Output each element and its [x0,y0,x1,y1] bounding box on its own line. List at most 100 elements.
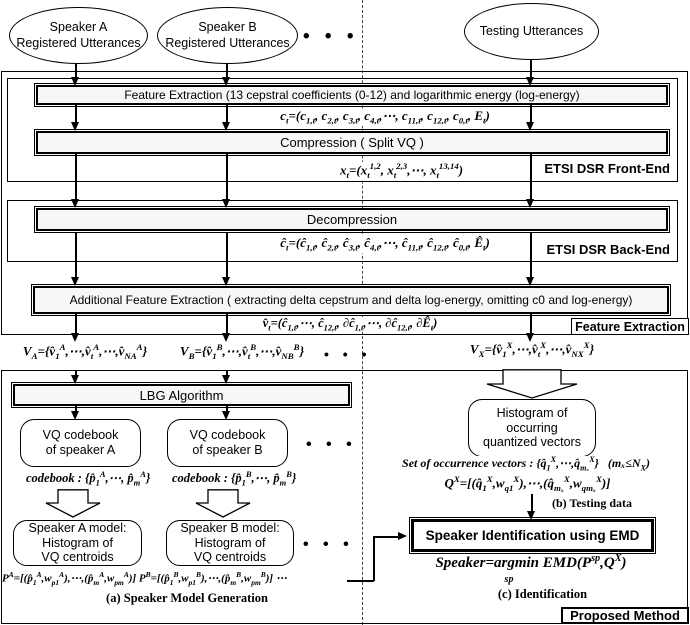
arrowhead-down-icon [222,77,230,86]
formula-set-vb: VB={v̂1B,⋯,v̂tB,⋯,v̂NBB} [172,342,312,362]
formula-codebook-b: codebook : {p̂1B,⋯, p̂mB} [172,469,297,488]
connector-models-to-emd-v [373,537,375,581]
block-label: Decompression [306,212,398,227]
connector-models-to-emd-h1 [347,580,374,582]
arrow-b-ellipse-to-fe [226,63,228,77]
ellipsis-top: • • • [303,26,359,47]
block-label: LBG Algorithm [139,387,224,403]
arrow-qx-to-emd [531,494,533,511]
node-speaker-a-model: Speaker A model: Histogram of VQ centroi… [13,520,142,566]
node-label: VQ codebook of speaker B [189,428,266,457]
region-etsi-front-end [7,78,678,182]
node-speaker-b-utterances: Speaker B Registered Utterances [157,7,298,64]
arrowhead-down-icon [71,122,79,131]
block-additional-feature-extraction: Additional Feature Extraction ( extracti… [30,283,672,317]
arrow-x-ellipse-to-fe [530,59,532,77]
block-feature-extraction: Feature Extraction (13 cepstral coeffici… [33,82,671,108]
node-label: Speaker A model: Histogram of VQ centroi… [28,520,127,565]
arrow-a-ellipse-to-fe [75,63,77,77]
arrowhead-down-icon [71,277,79,286]
arrow-a-lbg-to-codebook [75,406,77,411]
region-proposed-method [1,370,688,624]
node-label: Speaker B model: Histogram of VQ centroi… [180,520,280,565]
node-vq-codebook-b: VQ codebook of speaker B [167,419,288,467]
node-vq-codebook-a: VQ codebook of speaker A [20,419,141,467]
caption-testing-data: (b) Testing data [552,496,642,511]
arrowhead-down-icon [222,333,230,342]
arrow-x-decompression-to-addfe [530,232,532,277]
node-label: Speaker A Registered Utterances [16,19,141,50]
block-arrow-down-model-a [45,489,101,518]
block-arrow-down-histogram [486,369,578,399]
arrow-a-fe-to-compression [75,105,77,122]
block-compression: Compression ( Split VQ ) [33,128,671,157]
arrow-b-lbg-to-codebook [226,406,228,411]
arrowhead-down-icon [526,333,534,342]
connector-models-to-emd-h2 [373,536,398,538]
arrowhead-down-icon [71,375,79,384]
arrowhead-down-icon [526,199,534,208]
arrow-a-decompression-to-addfe [75,232,77,277]
block-arrow-down-model-b [195,489,251,518]
ellipsis-v-row: • • • [324,346,372,362]
formula-argmin-subscript-sp: sp [498,574,520,587]
node-label: Histogram of occurring quantized vectors [483,405,581,450]
arrow-b-fe-to-compression [226,105,228,122]
label-etsi-back-end: ETSI DSR Back-End [546,242,670,257]
arrowhead-down-icon [222,199,230,208]
block-decompression: Decompression [33,205,671,234]
node-testing-utterances: Testing Utterances [464,3,599,60]
block-lbg-algorithm: LBG Algorithm [10,381,353,409]
arrowhead-down-icon [222,122,230,131]
arrow-x-addfe-to-vx [530,314,532,333]
formula-set-va: VA={v̂1A,⋯,v̂tA,⋯,v̂NAA} [20,342,150,362]
arrowhead-down-icon [527,511,535,520]
block-label: Compression ( Split VQ ) [280,135,424,150]
arrowhead-down-icon [526,277,534,286]
arrowhead-down-icon [71,333,79,342]
arrow-a-va-to-lbg [75,370,77,375]
ellipsis-codebooks: • • • [306,436,357,453]
arrow-x-fe-to-compression [530,105,532,122]
arrowhead-down-icon [526,77,534,86]
formula-set-vx: VX={v̂1X,⋯,v̂tX,⋯,v̂NXX} [462,340,602,360]
label-box-feature-extraction: Feature Extraction [571,318,689,335]
arrowhead-down-icon [526,122,534,131]
formula-qx: QX=[(q̂1X,wq1X),⋯,(q̂mₓX,wqmₓX)] [420,474,635,493]
label-etsi-front-end: ETSI DSR Front-End [544,161,670,176]
arrowhead-down-icon [222,277,230,286]
arrow-a-compression-to-decompression [75,154,77,199]
region-etsi-back-end [7,200,678,262]
block-label: Feature Extraction (13 cepstral coeffici… [124,88,580,102]
node-speaker-b-model: Speaker B model: Histogram of VQ centroi… [166,520,294,566]
arrow-b-addfe-to-vb [226,314,228,333]
arrowhead-down-icon [222,375,230,384]
caption-identification: (c) Identification [490,587,595,602]
arrow-b-decompression-to-addfe [226,232,228,277]
arrowhead-down-icon [71,77,79,86]
formula-delta-feature-vector: v̂t=(ĉ1,t,⋯, ĉ12,t, ∂ĉ1,t,⋯, ∂ĉ12,t, ∂Êt… [240,316,460,332]
node-label: Speaker B Registered Utterances [165,19,290,50]
arrowhead-right-icon [398,532,407,540]
formula-occurrence-vectors: Set of occurrence vectors : {q̂1X,⋯,q̂mₓ… [385,455,667,472]
region-feature-extraction [1,71,688,335]
formula-speaker-argmin-emd: Speaker=argmin EMD(Psp,QX) [418,553,644,574]
formula-codebook-a: codebook : {p̂1A,⋯, p̂mA} [26,469,151,488]
arrowhead-down-icon [222,411,230,420]
node-speaker-a-utterances: Speaker A Registered Utterances [9,7,148,64]
caption-speaker-model-generation: (a) Speaker Model Generation [92,591,282,606]
arrowhead-down-icon [71,199,79,208]
formula-decoded-cepstral-vector: ĉt=(ĉ1,t, ĉ2,t, ĉ3,t, ĉ4,t,⋯, ĉ11,t, ĉ12… [180,236,590,253]
ellipsis-models: • • • [303,536,354,553]
arrow-b-vb-to-lbg [226,370,228,375]
arrowhead-down-icon [71,411,79,420]
arrow-x-compression-to-decompression [530,154,532,199]
node-label: VQ codebook of speaker A [42,428,119,457]
formula-speaker-models-p: PA=[(p̂1A,wp1A),⋯,(p̂mA,wpmA)] PB=[(p̂1B… [2,571,358,589]
node-histogram-quantized-vectors: Histogram of occurring quantized vectors [468,399,596,457]
arrow-a-addfe-to-va [75,314,77,333]
block-speaker-identification-emd: Speaker Identification using EMD [408,516,657,555]
block-label: Speaker Identification using EMD [425,528,640,543]
block-label: Additional Feature Extraction ( extracti… [69,293,633,307]
